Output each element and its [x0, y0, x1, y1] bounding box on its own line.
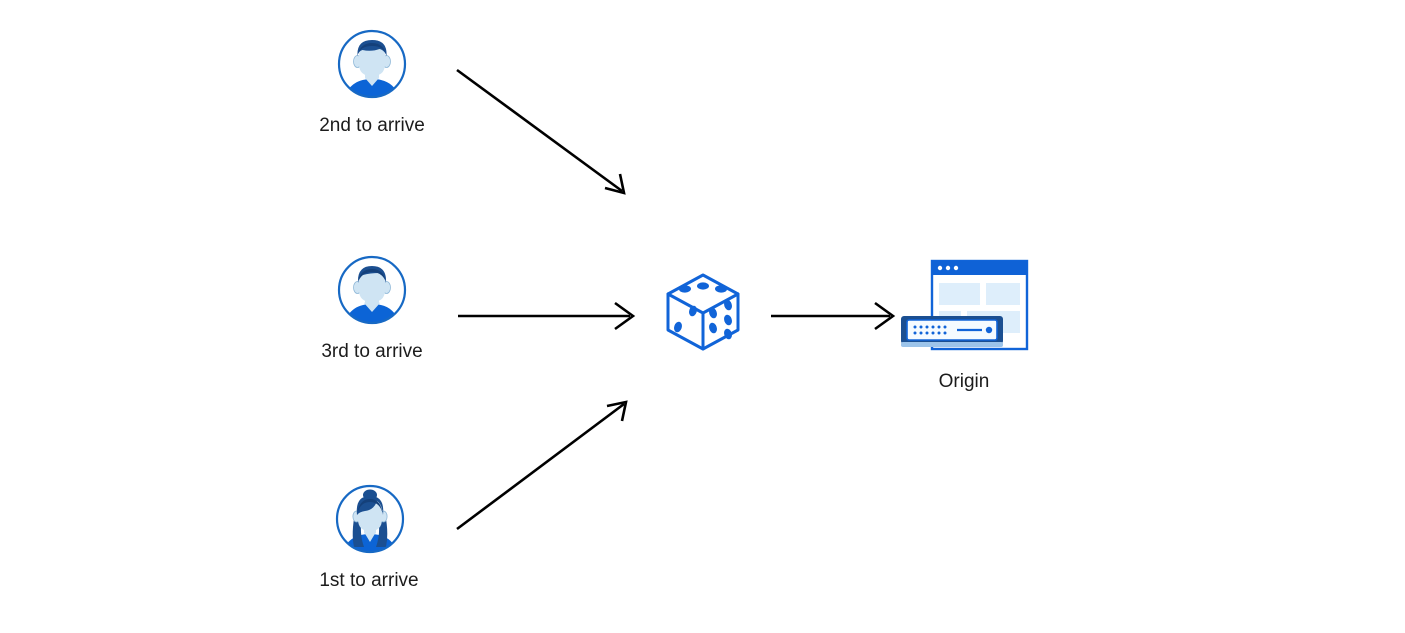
connector-dice-to-origin	[771, 301, 896, 331]
connector-client1-to-dice	[456, 400, 628, 531]
node-client-1st[interactable]: 1st to arrive	[319, 483, 419, 591]
node-label-origin: Origin	[938, 371, 990, 392]
node-client-3rd[interactable]: 3rd to arrive	[321, 254, 423, 362]
connector-client3-to-dice	[458, 301, 636, 331]
router-appliance-icon	[901, 316, 1003, 347]
user-avatar-icon	[337, 255, 407, 325]
node-origin[interactable]: Origin	[898, 258, 1030, 392]
node-randomizer[interactable]	[664, 272, 742, 352]
origin-server-icon	[901, 259, 1029, 351]
node-label-client-1st: 1st to arrive	[319, 570, 419, 591]
dice-icon	[666, 273, 740, 351]
user-avatar-icon	[337, 29, 407, 99]
node-label-client-2nd: 2nd to arrive	[319, 115, 425, 136]
node-label-client-3rd: 3rd to arrive	[321, 341, 423, 362]
user-avatar-icon	[335, 484, 405, 554]
node-client-2nd[interactable]: 2nd to arrive	[319, 28, 425, 136]
